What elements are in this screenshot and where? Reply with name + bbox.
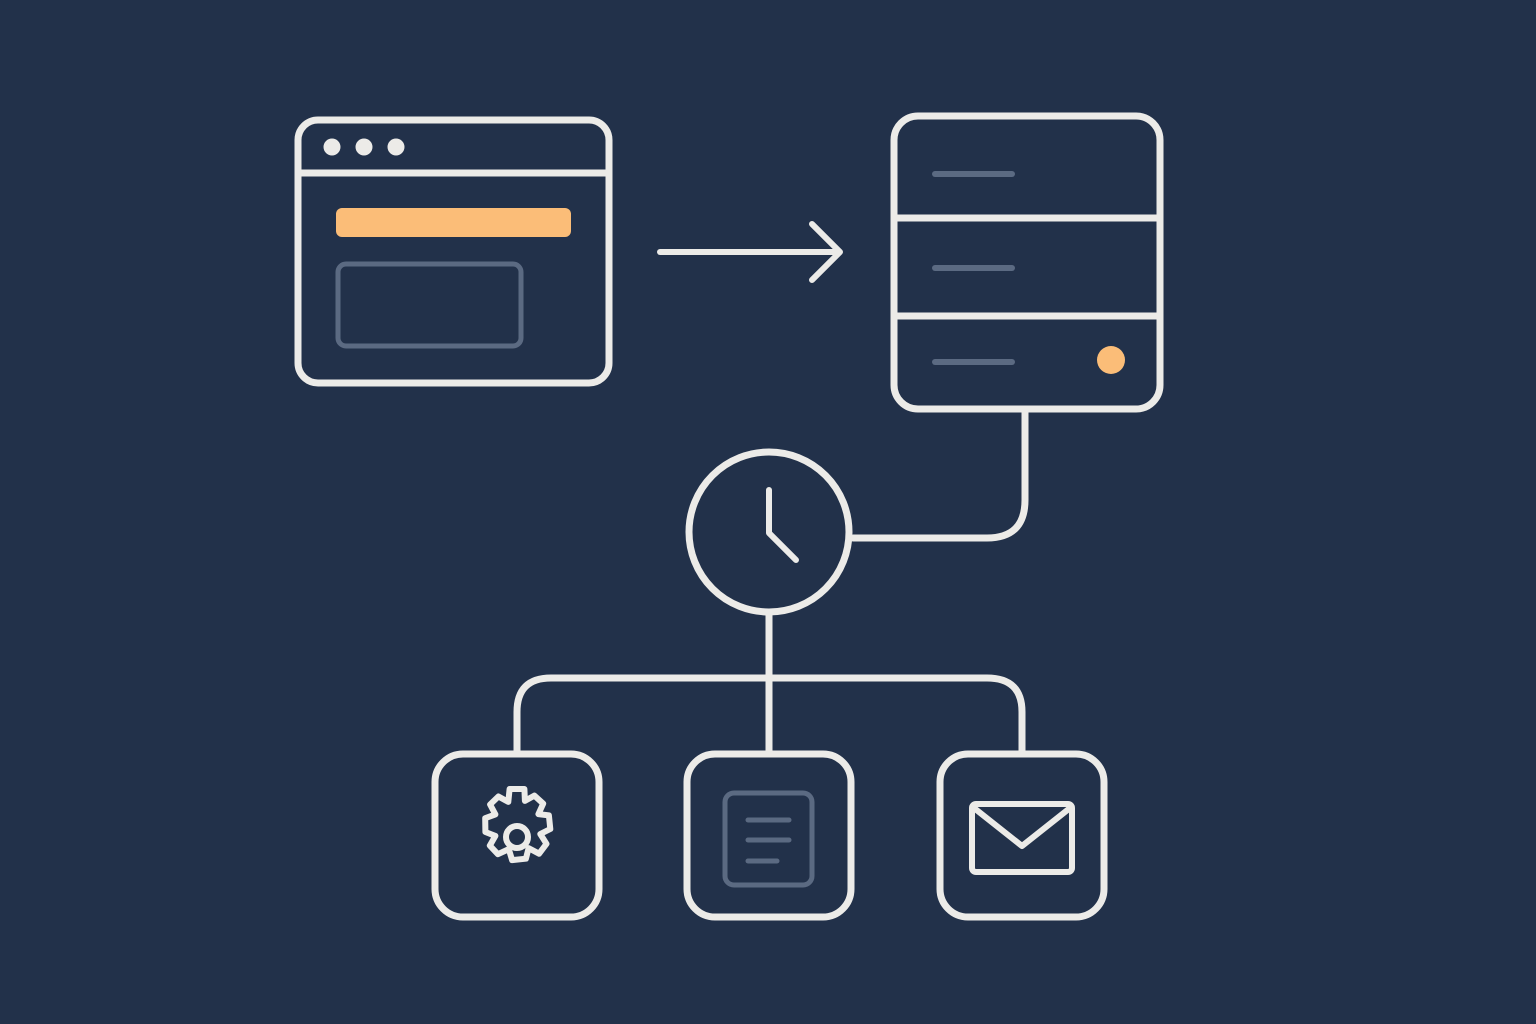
settings-node	[431, 750, 603, 921]
document-tile-frame	[683, 750, 855, 921]
clock-hands	[766, 487, 799, 563]
arrow-head	[809, 221, 843, 283]
server-stack-icon	[890, 112, 1164, 413]
mail-node	[936, 750, 1108, 921]
browser-frame	[294, 116, 613, 387]
document-node	[683, 750, 855, 921]
connector-server-to-clock	[849, 406, 1029, 542]
browser-dot-2	[355, 138, 373, 156]
gear-icon	[482, 786, 554, 864]
settings-tile-frame	[431, 750, 603, 921]
envelope-icon	[969, 801, 1075, 875]
server-status-dot	[1097, 346, 1125, 374]
browser-window-icon	[294, 116, 613, 387]
browser-dot-1	[323, 138, 341, 156]
browser-accent-bar	[336, 208, 571, 237]
browser-dot-3	[387, 138, 405, 156]
envelope-flap	[971, 805, 1073, 849]
branch-connectors	[513, 610, 1026, 756]
connector-horizontal-branch	[513, 674, 1026, 756]
mail-tile-frame	[936, 750, 1108, 921]
arrow-browser-to-server	[657, 221, 843, 283]
browser-content-panel	[335, 261, 524, 349]
gear-outline	[482, 786, 554, 864]
clock-icon	[685, 448, 853, 616]
envelope-body	[969, 801, 1075, 875]
document-icon	[722, 790, 815, 888]
document-sheet	[722, 790, 815, 888]
gear-hub	[503, 823, 531, 851]
